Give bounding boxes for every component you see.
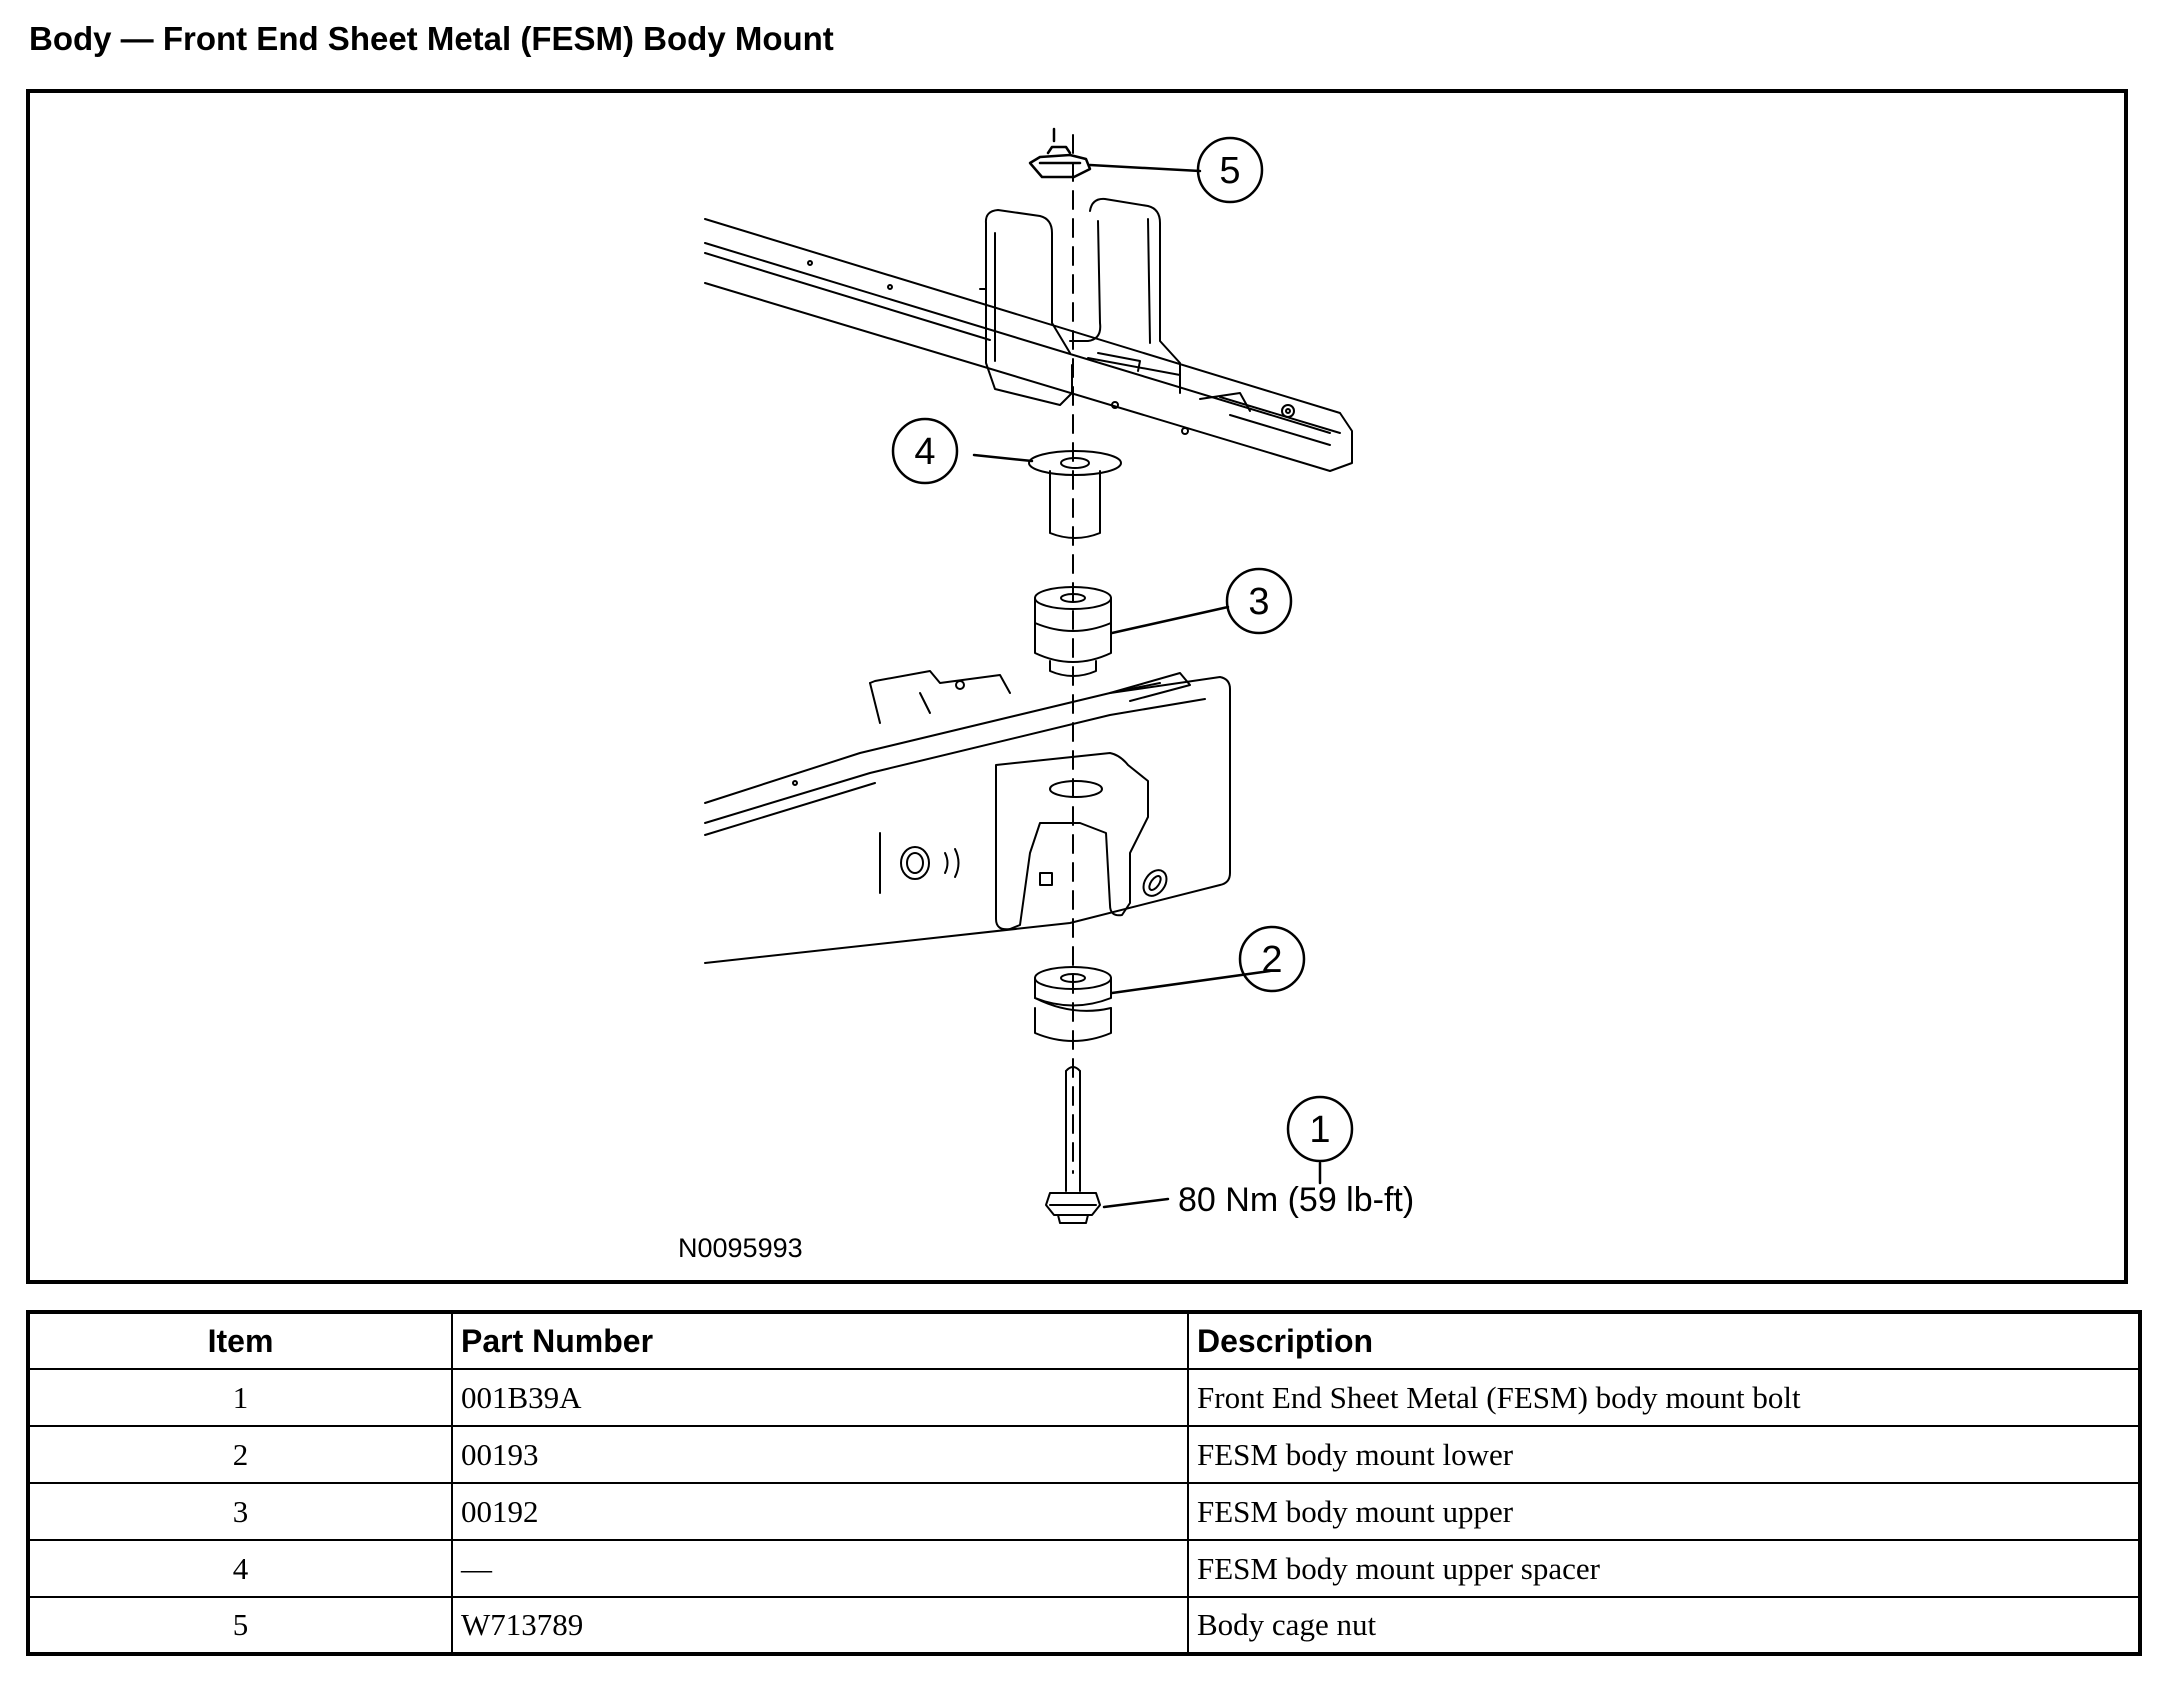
exploded-view-drawing: 5 4 3 2 1 80 Nm (59 lb-ft) N0095993 — [678, 127, 1414, 1263]
page-title: Body — Front End Sheet Metal (FESM) Body… — [29, 20, 834, 57]
cell-description: Body cage nut — [1187, 1596, 2141, 1655]
table-row: 1 001B39A Front End Sheet Metal (FESM) b… — [27, 1368, 2141, 1427]
cell-part-number: W713789 — [451, 1596, 1189, 1655]
figure-id: N0095993 — [678, 1233, 803, 1263]
upper-cage-bracket — [979, 197, 1181, 406]
upper-spacer — [1028, 450, 1122, 539]
cell-description: FESM body mount lower — [1187, 1425, 2141, 1484]
table-row: 5 W713789 Body cage nut — [27, 1596, 2141, 1655]
fesm-upper-rail — [704, 218, 1353, 472]
cell-description: FESM body mount upper spacer — [1187, 1539, 2141, 1598]
callout-5-circle — [1196, 136, 1264, 204]
callout-1-circle — [1286, 1095, 1354, 1163]
callout-5-label: 5 — [1219, 150, 1240, 192]
table-row: 3 00192 FESM body mount upper — [27, 1482, 2141, 1541]
table-header-row: Item Part Number Description — [27, 1311, 2141, 1370]
cell-item: 3 — [27, 1482, 453, 1541]
cell-part-number: 00193 — [451, 1425, 1189, 1484]
callout-2-circle — [1238, 925, 1306, 993]
callout-4-label: 4 — [914, 431, 935, 473]
callout-4-circle — [891, 417, 959, 485]
frame-rail — [704, 670, 1231, 964]
cell-item: 2 — [27, 1425, 453, 1484]
table-row: 2 00193 FESM body mount lower — [27, 1425, 2141, 1484]
cell-item: 4 — [27, 1539, 453, 1598]
frame-mount-bracket — [995, 752, 1168, 931]
parts-table: Item Part Number Description 1 001B39A F… — [26, 1310, 2142, 1656]
cell-part-number: 00192 — [451, 1482, 1189, 1541]
callout-2-label: 2 — [1261, 939, 1282, 981]
cell-part-number: — — [451, 1539, 1189, 1598]
cell-item: 5 — [27, 1596, 453, 1655]
callout-1-label: 1 — [1309, 1109, 1330, 1151]
header-description: Description — [1187, 1311, 2141, 1370]
cell-part-number: 001B39A — [451, 1368, 1189, 1427]
table-row: 4 — FESM body mount upper spacer — [27, 1539, 2141, 1598]
callout-3-circle — [1225, 567, 1293, 635]
header-part-number: Part Number — [451, 1311, 1189, 1370]
callout-3-label: 3 — [1248, 581, 1269, 623]
exploded-view-figure: 5 4 3 2 1 80 Nm (59 lb-ft) N0095993 — [26, 89, 2128, 1284]
cell-item: 1 — [27, 1368, 453, 1427]
cage-nut — [1028, 127, 1092, 179]
cell-description: FESM body mount upper — [1187, 1482, 2141, 1541]
cell-description: Front End Sheet Metal (FESM) body mount … — [1187, 1368, 2141, 1427]
header-item: Item — [27, 1311, 453, 1370]
torque-spec: 80 Nm (59 lb-ft) — [1178, 1181, 1414, 1219]
